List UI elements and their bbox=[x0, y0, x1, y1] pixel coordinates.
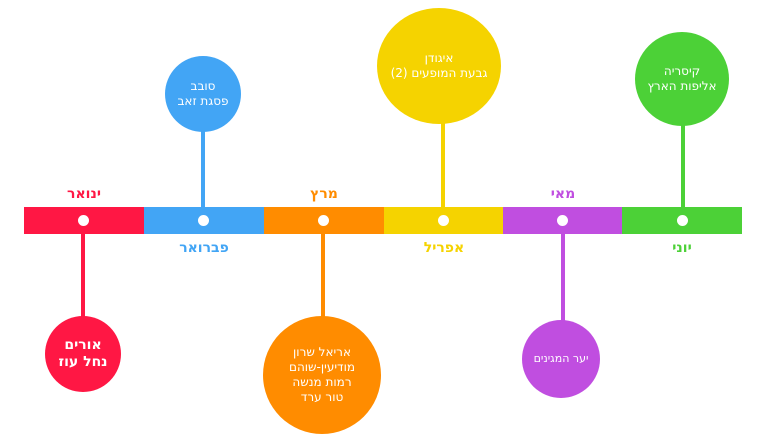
event-bubble-june: קיסריה אליפות הארץ bbox=[635, 32, 729, 126]
dot-april bbox=[438, 215, 449, 226]
event-text-january-1: אורים bbox=[64, 336, 102, 353]
event-text-march-4: טור ערד bbox=[300, 390, 344, 404]
event-text-february-1: סובב bbox=[190, 79, 216, 93]
dot-may bbox=[557, 215, 568, 226]
stem-march bbox=[321, 221, 325, 321]
dot-january bbox=[78, 215, 89, 226]
month-label-april: אפריל bbox=[423, 240, 465, 256]
event-bubble-february: סובב פסגת זאב bbox=[165, 56, 241, 132]
event-text-march-2: מודיעין-שוהם bbox=[288, 360, 356, 374]
month-label-june: יוני bbox=[672, 240, 692, 256]
event-text-may-1: יער המגינים bbox=[533, 352, 589, 366]
dot-february bbox=[198, 215, 209, 226]
month-label-march: מרץ bbox=[310, 186, 338, 202]
event-bubble-january: אורים נחל עוז bbox=[45, 316, 121, 392]
event-bubble-march: אריאל שרון מודיעין-שוהם רמות מנשה טור ער… bbox=[263, 316, 381, 434]
event-bubble-april: איגודן גבעת המופעים (2) bbox=[377, 8, 501, 124]
event-text-april-1: איגודן bbox=[424, 51, 454, 65]
event-text-january-2: נחל עוז bbox=[58, 354, 108, 370]
dot-march bbox=[318, 215, 329, 226]
month-label-january: ינואר bbox=[67, 186, 101, 202]
month-label-may: מאי bbox=[550, 186, 576, 202]
event-text-february-2: פסגת זאב bbox=[177, 94, 229, 108]
event-text-april-2: גבעת המופעים (2) bbox=[390, 66, 488, 80]
stem-may bbox=[561, 221, 565, 326]
stem-february bbox=[201, 110, 205, 220]
event-text-june-2: אליפות הארץ bbox=[647, 79, 717, 93]
stem-january bbox=[81, 221, 85, 321]
event-text-march-3: רמות מנשה bbox=[292, 375, 352, 389]
event-bubble-may: יער המגינים bbox=[522, 320, 600, 398]
month-label-february: פברואר bbox=[179, 240, 229, 256]
stem-june bbox=[681, 110, 685, 220]
event-text-march-1: אריאל שרון bbox=[293, 345, 351, 359]
event-text-june-1: קיסריה bbox=[663, 64, 701, 78]
stem-april bbox=[441, 110, 445, 220]
dot-june bbox=[677, 215, 688, 226]
